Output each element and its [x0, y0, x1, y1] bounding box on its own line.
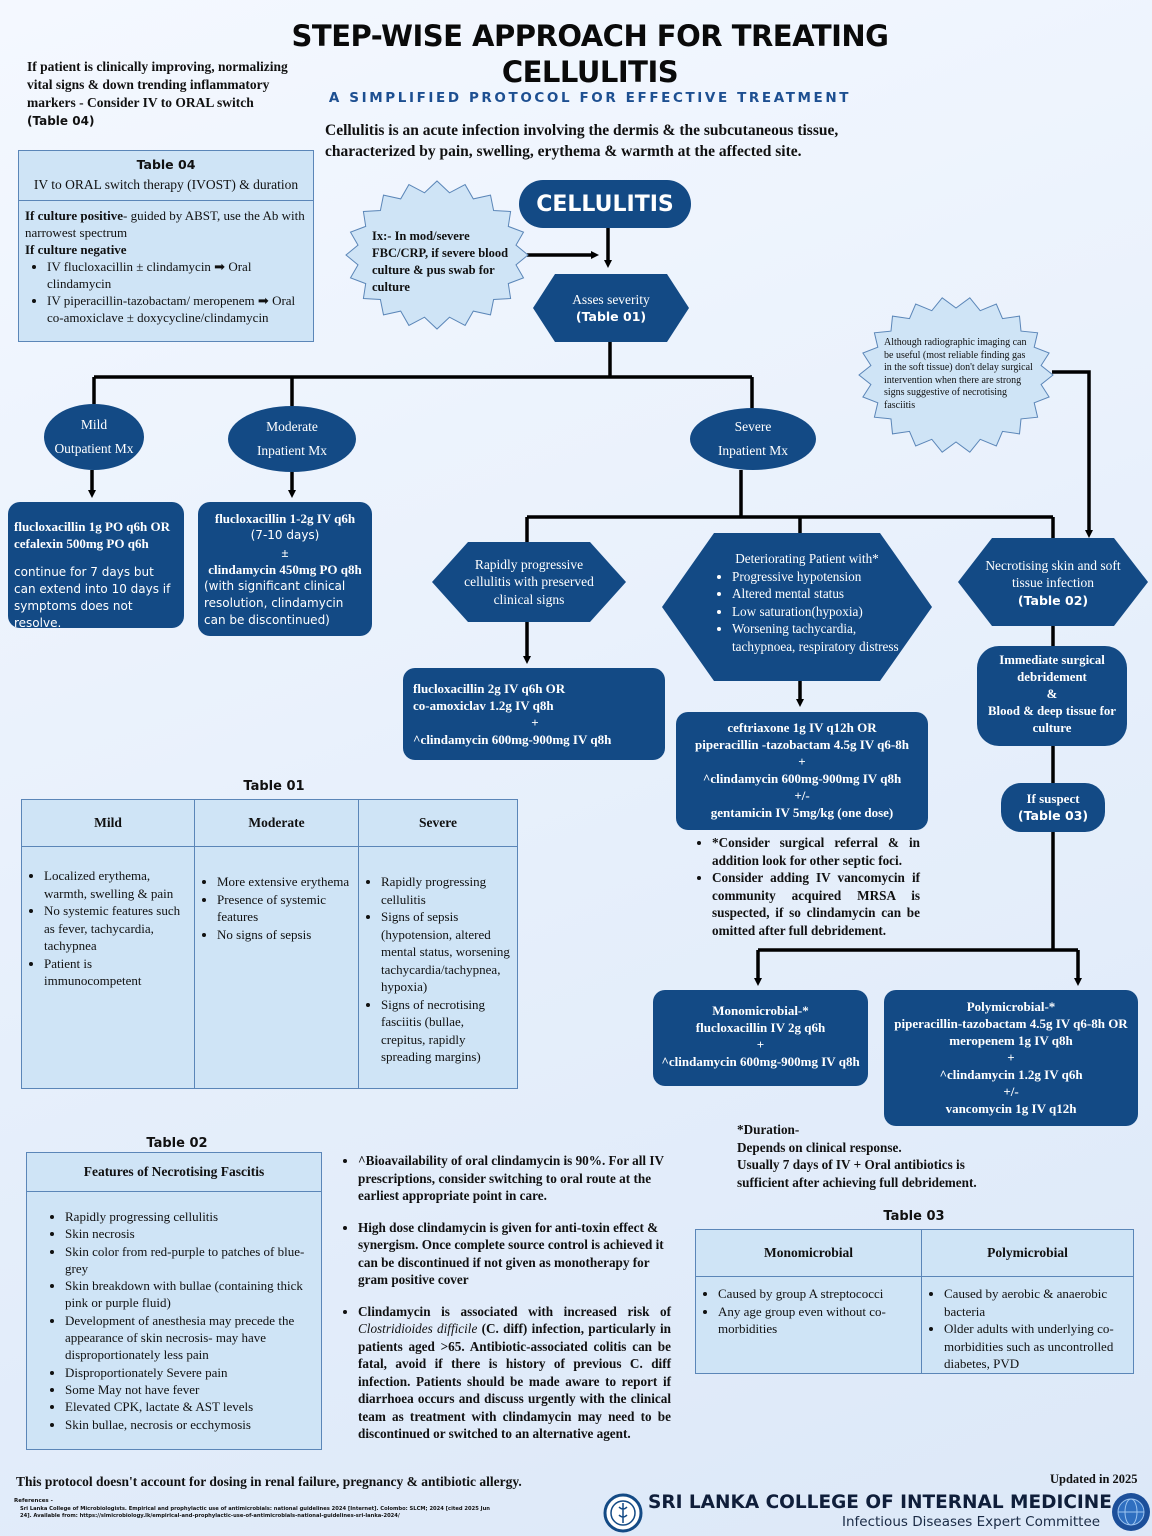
list-item: Signs of necrotising fasciitis (bullae, …	[381, 996, 511, 1066]
list-item: No systemic features such as fever, tach…	[44, 902, 190, 955]
assess-severity-node: Asses severity (Table 01)	[572, 291, 650, 325]
list-item: *Consider surgical referral & in additio…	[712, 834, 920, 869]
list-item: ^Bioavailability of oral clindamycin is …	[358, 1152, 671, 1205]
logo-emblem	[603, 1493, 643, 1533]
list-item: Presence of systemic features	[217, 891, 354, 926]
table-header: Polymicrobial	[921, 1229, 1134, 1277]
list-item: IV flucloxacillin ± clindamycin ➡ Oral c…	[47, 258, 307, 292]
polymicrobial-treatment-box: Polymicrobial-* piperacillin-tazobactam …	[884, 990, 1138, 1126]
ix-note: Ix:- In mod/severe FBC/CRP, if severe bl…	[372, 229, 509, 294]
list-item: Disproportionately Severe pain	[65, 1364, 315, 1381]
cellulitis-node: CELLULITIS	[519, 180, 691, 228]
duration-note: *Duration- Depends on clinical response.…	[737, 1122, 977, 1190]
list-item: Elevated CPK, lactate & AST levels	[65, 1398, 315, 1415]
page-title: STEP-WISE APPROACH FOR TREATING CELLULIT…	[291, 19, 889, 89]
list-item: Skin color from red-purple to patches of…	[65, 1243, 315, 1278]
list-item: Localized erythema, warmth, swelling & p…	[44, 867, 190, 902]
mild-treatment-box: flucloxacillin 1g PO q6h OR cefalexin 50…	[8, 502, 184, 630]
committee-name: Infectious Diseases Expert Committee	[842, 1514, 1101, 1530]
organization-name: SRI LANKA COLLEGE OF INTERNAL MEDICINE	[648, 1492, 1112, 1513]
if-suspect-box: If suspect (Table 03)	[1001, 783, 1105, 832]
list-item: Older adults with underlying co-morbidit…	[944, 1320, 1129, 1373]
clindamycin-notes: ^Bioavailability of oral clindamycin is …	[338, 1152, 671, 1457]
list-item: Patient is immunocompetent	[44, 955, 190, 990]
updated-label: Updated in 2025	[1050, 1472, 1138, 1486]
table-header: Moderate	[194, 799, 359, 847]
list-item: Rapidly progressing cellulitis	[381, 873, 511, 908]
table-04-heading: IV to ORAL switch therapy (IVOST) & dura…	[33, 177, 299, 192]
list-item: Rapidly progressing cellulitis	[65, 1208, 315, 1225]
list-item: Caused by aerobic & anaerobic bacteria	[944, 1285, 1129, 1320]
table-header: Severe	[358, 799, 518, 847]
list-item: High dose clindamycin is given for anti-…	[358, 1219, 671, 1289]
table-02-heading: Features of Necrotising Fascitis	[27, 1153, 321, 1192]
table-03: Monomicrobial Polymicrobial Caused by gr…	[695, 1229, 1134, 1374]
table-header: Monomicrobial	[695, 1229, 922, 1277]
list-item: Skin breakdown with bullae (containing t…	[65, 1277, 315, 1312]
deteriorating-hexagon-shape	[662, 533, 932, 681]
list-item: Caused by group A streptococci	[718, 1285, 917, 1303]
rapid-progressive-node: Rapidly progressive cellulitis with pres…	[464, 556, 594, 607]
list-item: Consider adding IV vancomycin if communi…	[712, 869, 920, 939]
list-item: Worsening tachycardia, tachypnoea, respi…	[732, 620, 902, 655]
monomicrobial-treatment-box: Monomicrobial-* flucloxacillin IV 2g q6h…	[653, 990, 868, 1086]
table-03-caption: Table 03	[883, 1209, 945, 1224]
moderate-treatment-box: flucloxacillin 1-2g IV q6h (7-10 days) ±…	[198, 502, 372, 636]
necrotising-node: Necrotising skin and soft tissue infecti…	[985, 557, 1121, 608]
table-04: Table 04 IV to ORAL switch therapy (IVOS…	[18, 150, 314, 342]
references-label: References -	[14, 1498, 53, 1504]
list-item: Clindamycin is associated with increased…	[358, 1303, 671, 1443]
iv-oral-switch-note: If patient is clinically improving, norm…	[27, 59, 288, 128]
table-01: Mild Moderate Severe Localized erythema,…	[21, 799, 518, 1089]
culture-negative-line: If culture negative	[25, 242, 127, 257]
list-item: Skin necrosis	[65, 1225, 315, 1242]
reference-text: Sri Lanka College of Microbiologists. Em…	[20, 1506, 490, 1519]
list-item: Altered mental status	[732, 585, 902, 603]
page-subtitle: A SIMPLIFIED PROTOCOL FOR EFFECTIVE TREA…	[328, 90, 852, 106]
table-04-caption: Table 04	[136, 157, 196, 172]
list-item: No signs of sepsis	[217, 926, 354, 944]
list-item: Any age group even without co-morbiditie…	[718, 1303, 917, 1338]
table-01-caption: Table 01	[243, 779, 305, 794]
disclaimer: This protocol doesn't account for dosing…	[16, 1474, 522, 1489]
imaging-note: Although radiographic imaging can be use…	[884, 337, 1033, 411]
list-item: IV piperacillin-tazobactam/ meropenem ➡ …	[47, 292, 307, 326]
logo-globe	[1112, 1493, 1150, 1531]
table-02: Features of Necrotising Fascitis Rapidly…	[26, 1152, 322, 1450]
list-item: Signs of sepsis (hypotension, altered me…	[381, 908, 511, 996]
table-02-caption: Table 02	[146, 1136, 208, 1151]
necrotising-hexagon-shape	[958, 538, 1148, 626]
surgical-debridement-box: Immediate surgical debridement & Blood &…	[977, 646, 1127, 746]
imaging-starburst-shape	[858, 297, 1054, 453]
list-item: Low saturation(hypoxia)	[732, 603, 902, 621]
intro-text: Cellulitis is an acute infection involvi…	[325, 122, 839, 160]
culture-positive-line: If culture positive- guided by ABST, use…	[25, 208, 305, 240]
assess-hexagon-shape	[533, 274, 689, 342]
rapid-treatment-box: flucloxacillin 2g IV q6h OR co-amoxiclav…	[403, 668, 665, 760]
list-item: Progressive hypotension	[732, 568, 902, 586]
ix-starburst-shape	[345, 180, 529, 330]
list-item: More extensive erythema	[217, 873, 354, 891]
list-item: Skin bullae, necrosis or ecchymosis	[65, 1416, 315, 1433]
list-item: Development of anesthesia may precede th…	[65, 1312, 315, 1364]
deteriorating-node: Deteriorating Patient with* Progressive …	[712, 550, 902, 655]
deteriorating-treatment-box: ceftriaxone 1g IV q12h OR piperacillin -…	[676, 712, 928, 830]
list-item: Some May not have fever	[65, 1381, 315, 1398]
rapid-hexagon-shape	[432, 542, 626, 622]
table-header: Mild	[21, 799, 195, 847]
deteriorating-notes: *Consider surgical referral & in additio…	[692, 834, 920, 939]
